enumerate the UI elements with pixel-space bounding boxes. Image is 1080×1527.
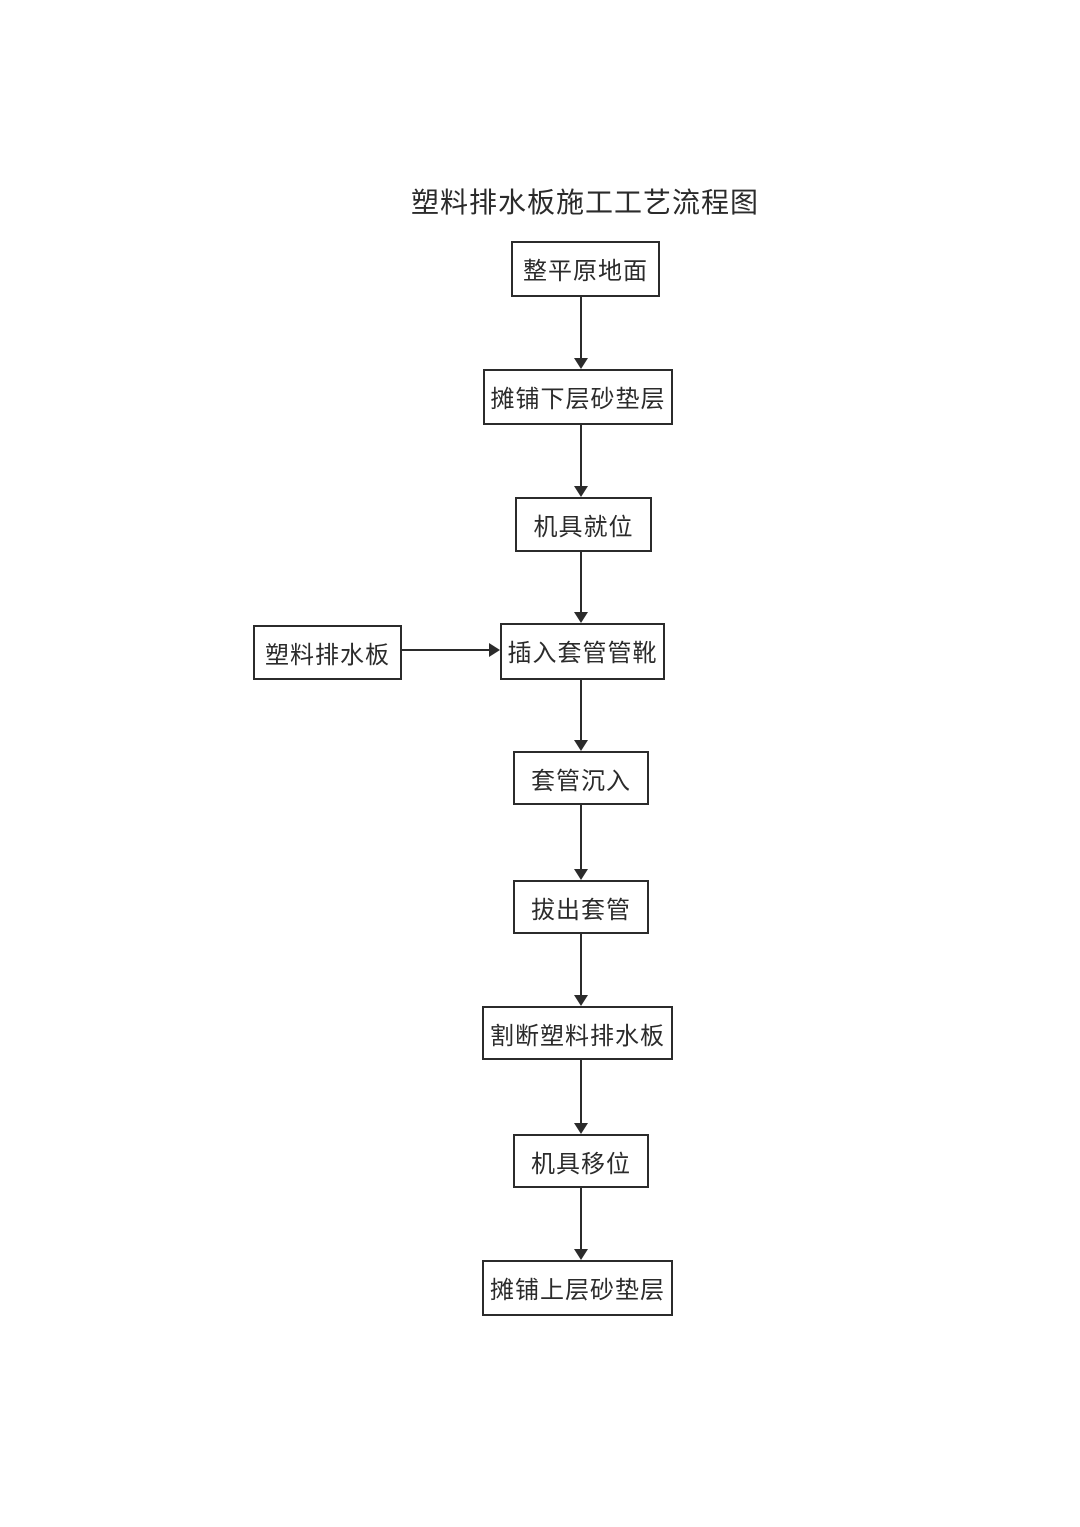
- arrowhead-down-icon: [574, 740, 588, 751]
- flow-node-machine-in-place: 机具就位: [515, 497, 652, 552]
- flow-arrow-2-down: [574, 425, 588, 497]
- arrowhead-down-icon: [574, 1249, 588, 1260]
- flow-node-machine-relocate: 机具移位: [513, 1134, 649, 1188]
- flow-arrow-3-down: [574, 552, 588, 623]
- flow-arrow-1-down: [574, 297, 588, 369]
- flow-arrow-8-down: [574, 1188, 588, 1260]
- flow-arrow-4-down: [574, 680, 588, 751]
- flow-arrow-side-right: [402, 643, 500, 657]
- flow-node-cut-drainage-board: 割断塑料排水板: [482, 1006, 673, 1060]
- flow-arrow-7-down: [574, 1060, 588, 1134]
- arrowhead-down-icon: [574, 612, 588, 623]
- arrowhead-down-icon: [574, 995, 588, 1006]
- flow-node-spread-upper-sand: 摊铺上层砂垫层: [482, 1260, 673, 1316]
- arrowhead-down-icon: [574, 1123, 588, 1134]
- arrowhead-down-icon: [574, 486, 588, 497]
- flow-node-pull-out-casing: 拔出套管: [513, 880, 649, 934]
- flow-node-plastic-drainage-board: 塑料排水板: [253, 625, 402, 680]
- arrowhead-down-icon: [574, 358, 588, 369]
- flow-node-casing-sink: 套管沉入: [513, 751, 649, 805]
- arrowhead-right-icon: [489, 643, 500, 657]
- arrowhead-down-icon: [574, 869, 588, 880]
- flow-arrow-6-down: [574, 934, 588, 1006]
- flow-arrow-5-down: [574, 805, 588, 880]
- flow-node-spread-lower-sand: 摊铺下层砂垫层: [483, 369, 673, 425]
- flow-node-level-original-ground: 整平原地面: [511, 241, 660, 297]
- page-title: 塑料排水板施工工艺流程图: [410, 188, 759, 219]
- flow-node-insert-casing-shoe: 插入套管管靴: [500, 623, 665, 680]
